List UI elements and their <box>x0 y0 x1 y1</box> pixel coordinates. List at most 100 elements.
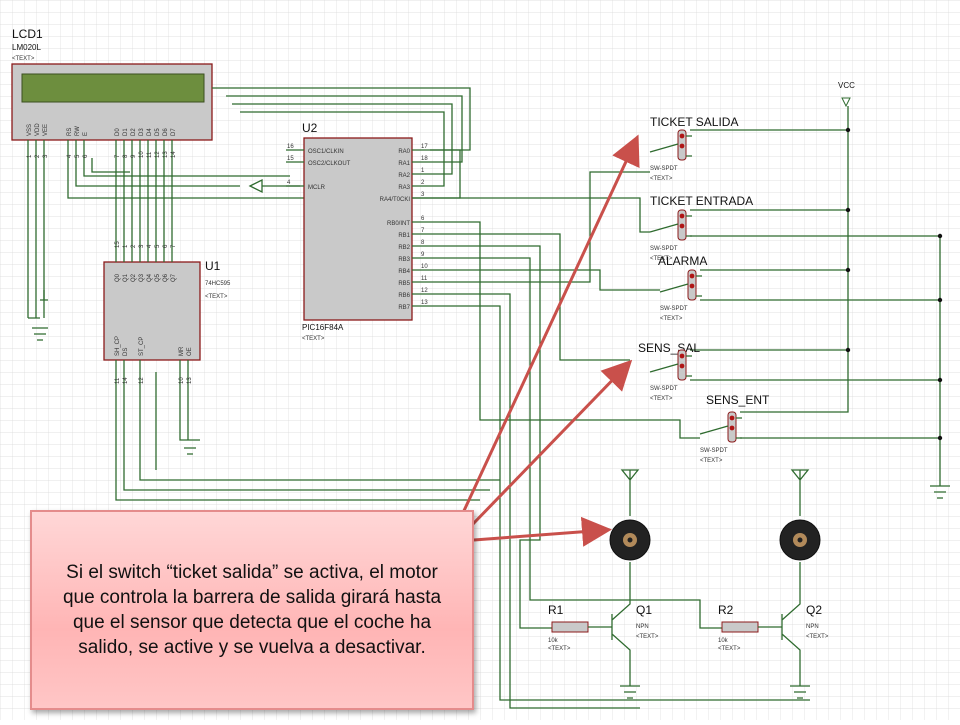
switch-text: <TEXT> <box>650 176 673 182</box>
shift-bottom-pin-number: 13 <box>187 377 193 384</box>
arrow-to-motor <box>473 516 612 547</box>
shift-top-pin-name: Q3 <box>139 273 145 282</box>
shift-bottom-pin-number: 14 <box>123 377 129 384</box>
lcd-pin-number: 5 <box>75 154 81 158</box>
callout-text: Si el switch “ticket salida” se activa, … <box>62 562 442 658</box>
lcd-pin-label: RS <box>67 128 73 136</box>
lcd-pin-label: D3 <box>139 128 145 136</box>
switch-model: SW-SPDT <box>650 246 678 252</box>
lcd-pin-label: RW <box>75 126 81 136</box>
pic-right-pin-name: RB0/INT <box>387 221 410 227</box>
lcd-pin-label: D4 <box>147 128 153 136</box>
pic-right-pin-number: 17 <box>421 144 428 150</box>
lcd-pin-number: 12 <box>155 151 161 158</box>
shift-top-pin-number: 5 <box>155 244 161 248</box>
shift-ref: U1 <box>205 259 221 273</box>
q1-type: NPN <box>636 624 649 630</box>
lcd-pin-number: 7 <box>115 154 121 158</box>
arrow-to-ticket-salida <box>460 134 640 516</box>
lcd-module[interactable]: LCD1 LM020L <TEXT> VSS1VDD2VEE3RS4RW5E6D… <box>11 27 213 158</box>
pic-right-pin-name: RB7 <box>398 305 410 311</box>
pic-right-pin-number: 13 <box>421 300 428 306</box>
switch-model: SW-SPDT <box>700 448 728 454</box>
vcc-rail: VCC <box>690 81 950 499</box>
lcd-pin-number: 14 <box>171 151 177 158</box>
pic-microcontroller[interactable]: U2 PIC16F84A <TEXT> 16OSC1/CLKIN15OSC2/C… <box>286 121 430 342</box>
switch-title: TICKET ENTRADA <box>650 194 753 208</box>
switch-text: <TEXT> <box>700 458 723 464</box>
motor-1[interactable] <box>609 469 651 600</box>
lcd-pin-label: VSS <box>27 124 33 136</box>
r2-body <box>721 621 759 633</box>
pic-model: PIC16F84A <box>302 323 344 332</box>
shift-bottom-pin-name: OE <box>187 347 193 356</box>
pic-right-pin-number: 7 <box>421 228 425 234</box>
vcc-label: VCC <box>838 81 855 90</box>
switch-model: SW-SPDT <box>650 166 678 172</box>
shift-top-pin-number: 2 <box>131 244 137 248</box>
pic-left-pin-name: MCLR <box>308 185 326 191</box>
switch-model: SW-SPDT <box>660 306 688 312</box>
pic-left-pin-number: 16 <box>287 144 294 150</box>
lcd-pin-label: VDD <box>35 123 41 136</box>
lcd-pin-label: D6 <box>163 128 169 136</box>
pic-right-pin-name: RB2 <box>398 245 410 251</box>
pic-right-pin-number: 2 <box>421 180 425 186</box>
shift-top-pin-number: 3 <box>139 244 145 248</box>
pic-right-pin-number: 1 <box>421 168 425 174</box>
lcd-pin-number: 11 <box>147 151 153 158</box>
switch-sens-ent[interactable]: SENS_ENT SW-SPDT <TEXT> <box>699 393 770 464</box>
lcd-ref: LCD1 <box>12 27 43 41</box>
pic-right-pin-name: RB4 <box>398 269 410 275</box>
pic-ref: U2 <box>302 121 318 135</box>
lcd-pin-number: 8 <box>123 154 129 158</box>
switch-title: ALARMA <box>658 254 707 268</box>
pic-right-pin-number: 8 <box>421 240 425 246</box>
q1-ref: Q1 <box>636 603 652 617</box>
pic-right-pin-number: 11 <box>421 276 428 282</box>
pic-right-pin-name: RA2 <box>398 173 410 179</box>
lcd-pin-label: E <box>83 132 89 136</box>
pic-text: <TEXT> <box>302 336 325 342</box>
switch-model: SW-SPDT <box>650 386 678 392</box>
r1-text: <TEXT> <box>548 646 571 652</box>
shift-body <box>103 261 201 361</box>
pic-right-pin-number: 6 <box>421 216 425 222</box>
explanation-callout: Si el switch “ticket salida” se activa, … <box>30 510 474 710</box>
shift-model: 74HC595 <box>205 281 231 287</box>
lcd-screen <box>21 73 205 103</box>
pic-right-pin-number: 10 <box>421 264 428 270</box>
lcd-model: LM020L <box>12 43 41 52</box>
pic-right-pin-name: RB1 <box>398 233 410 239</box>
shift-bottom-pin-number: 10 <box>179 377 185 384</box>
shift-register[interactable]: U1 74HC595 <TEXT> 15Q01Q12Q23Q34Q45Q56Q6… <box>103 241 231 384</box>
shift-top-pin-number: 15 <box>115 241 121 248</box>
switch-title: SENS_SAL <box>638 341 700 355</box>
r2-value: 10k <box>718 638 729 644</box>
pic-right-pin-number: 3 <box>421 192 425 198</box>
shift-bottom-pin-name: SH_CP <box>115 336 121 356</box>
r2-text: <TEXT> <box>718 646 741 652</box>
shift-bottom-pin-number: 11 <box>115 377 121 384</box>
shift-bottom-pin-name: MR <box>179 346 185 356</box>
switch-title: SENS_ENT <box>706 393 770 407</box>
q2-type: NPN <box>806 624 819 630</box>
motor-2[interactable] <box>779 469 821 600</box>
lcd-bus-wires <box>27 87 810 709</box>
pic-left-pin-number: 15 <box>287 156 294 162</box>
shift-bottom-pin-name: DS <box>123 348 129 356</box>
pic-right-pin-name: RA3 <box>398 185 410 191</box>
arrow-to-sens-sal <box>470 359 633 527</box>
pic-left-pin-name: OSC1/CLKIN <box>308 149 344 155</box>
driver-2[interactable]: R2 10k <TEXT> Q2 NPN <TEXT> <box>718 600 829 699</box>
callout-arrows <box>460 134 640 547</box>
shift-top-pin-name: Q0 <box>115 273 121 282</box>
lcd-pin-number: 6 <box>83 154 89 158</box>
lcd-pin-label: D2 <box>131 128 137 136</box>
driver-1[interactable]: R1 10k <TEXT> Q1 NPN <TEXT> <box>548 600 659 699</box>
